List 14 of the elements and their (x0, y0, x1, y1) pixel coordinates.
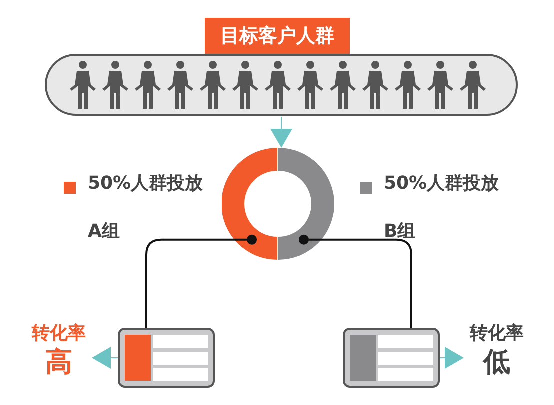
arrow (440, 347, 464, 369)
title-tab: 目标客户人群 (205, 18, 350, 54)
connector-line (146, 234, 257, 328)
arrow (270, 116, 292, 148)
list-card (343, 328, 440, 388)
rate-label: 转化率 (470, 322, 524, 346)
rate-value: 高 (46, 346, 72, 380)
list-card (118, 328, 215, 388)
arrow (92, 347, 118, 369)
rate-label: 转化率 (32, 322, 86, 346)
legend-label: 50%人群投放 A组 (88, 172, 204, 244)
rate-value: 低 (484, 346, 510, 380)
connector-line (299, 234, 412, 328)
legend-label: 50%人群投放 B组 (384, 172, 500, 244)
